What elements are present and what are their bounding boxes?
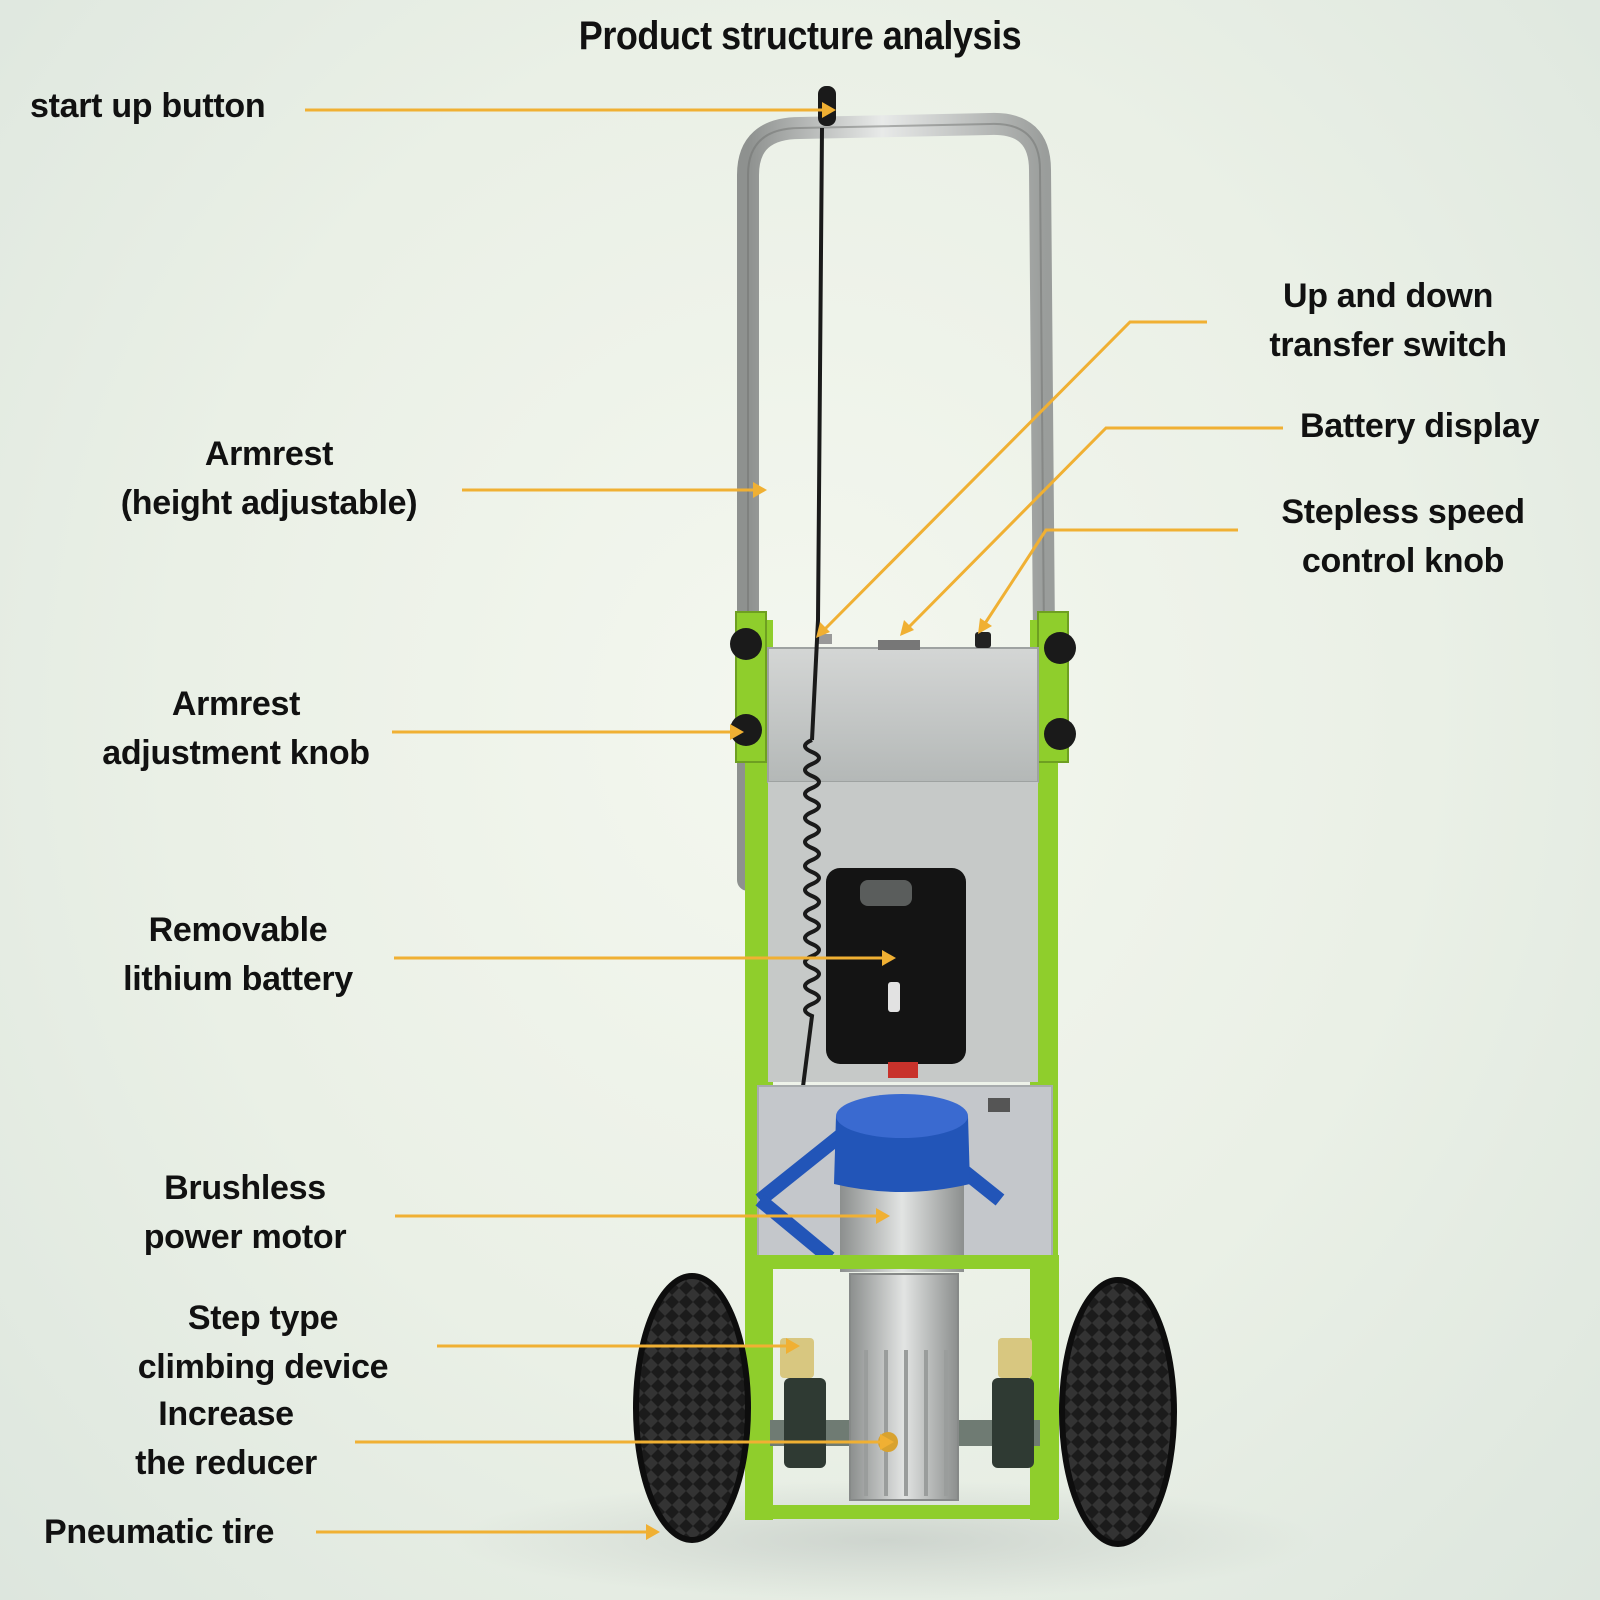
coiled-cable — [810, 127, 824, 741]
armrest-knobs — [730, 628, 1076, 750]
leader-speed-knob — [982, 528, 1238, 626]
leader-switch — [820, 320, 1207, 634]
wheel-right — [1059, 1277, 1177, 1547]
label-reducer: Increase the reducer — [135, 1395, 317, 1482]
label-transfer-switch: Up and down transfer switch — [1269, 277, 1507, 364]
diagram-title: Product structure analysis — [578, 14, 1022, 58]
leader-arrowheads — [646, 102, 992, 1540]
label-start-up-button: start up button — [30, 87, 266, 125]
label-speed-control-knob: Stepless speed control knob — [1281, 493, 1525, 580]
label-armrest: Armrest (height adjustable) — [120, 435, 418, 522]
label-removable-battery: Removable lithium battery — [123, 911, 353, 998]
label-battery-display: Battery display — [1300, 407, 1540, 445]
wheel-left — [633, 1273, 751, 1543]
climbing-device — [780, 1338, 1034, 1468]
label-brushless-motor: Brushless power motor — [143, 1169, 347, 1256]
label-pneumatic-tire: Pneumatic tire — [44, 1513, 275, 1551]
battery-pack — [826, 868, 966, 1064]
leader-lines — [305, 108, 1283, 1534]
label-climbing-device: Step type climbing device — [137, 1299, 389, 1386]
leader-battery-display — [904, 426, 1283, 632]
control-box — [767, 647, 1039, 783]
label-armrest-knob: Armrest adjustment knob — [102, 685, 370, 772]
